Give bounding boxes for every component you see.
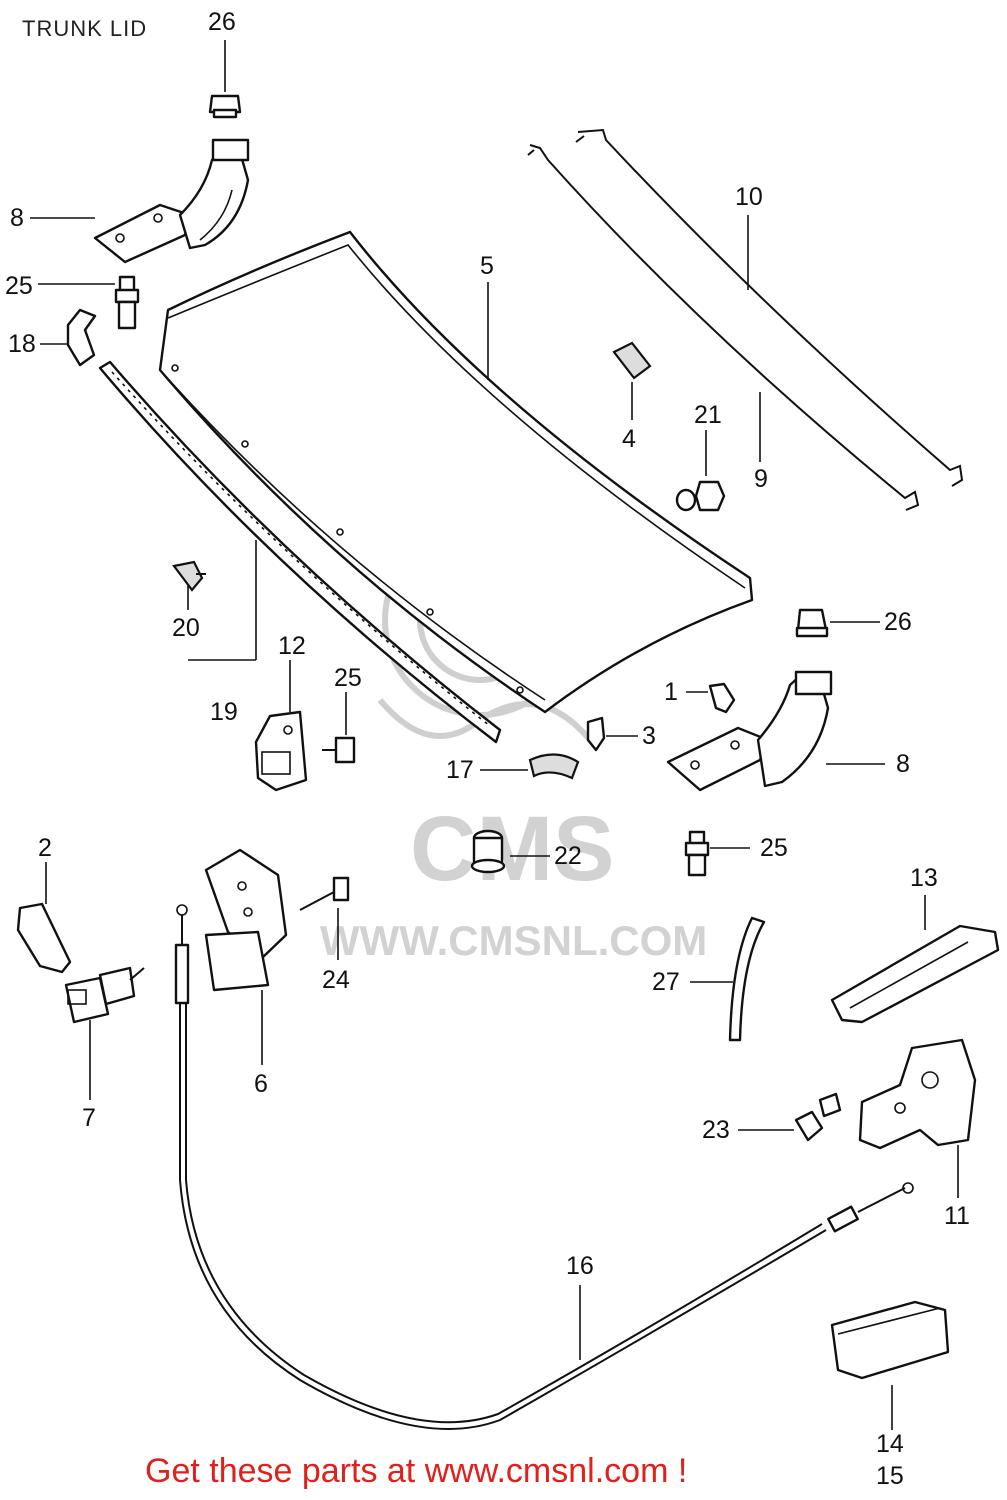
weatherstrip-19[interactable] [98, 360, 502, 744]
support-rod-10[interactable] [575, 128, 964, 487]
nut-26-top[interactable] [208, 40, 242, 119]
watermark-logo: CMS [410, 798, 614, 900]
latch-cover-2[interactable] [16, 862, 72, 974]
callout-15: 15 [876, 1462, 904, 1490]
callout-4: 4 [622, 425, 636, 453]
nut-washer-21[interactable] [675, 430, 726, 512]
bolt-23[interactable] [738, 1092, 842, 1142]
callout-23: 23 [702, 1116, 730, 1144]
handle-trim-13[interactable] [830, 895, 1000, 1024]
lock-housing-6[interactable] [204, 848, 288, 1065]
clip-20[interactable] [172, 560, 206, 592]
bolt-24[interactable] [299, 876, 350, 960]
nut-26-right[interactable] [795, 608, 880, 638]
trunk-lid-5[interactable] [158, 230, 754, 714]
callout-8-right: 8 [896, 750, 910, 778]
callouts: 26 8 25 18 5 10 4 21 9 26 12 25 20 19 1 … [5, 8, 970, 1490]
callout-7: 7 [82, 1104, 96, 1132]
support-rod-9[interactable] [527, 144, 920, 511]
cable-16[interactable] [174, 904, 914, 1430]
callout-27: 27 [652, 968, 680, 996]
callout-17: 17 [446, 756, 474, 784]
callout-12: 12 [278, 632, 306, 660]
hinge-8-right[interactable] [666, 670, 885, 792]
latch-11[interactable] [858, 1038, 977, 1198]
bumper-3[interactable] [586, 716, 638, 752]
footer-link[interactable]: Get these parts at www.cmsnl.com ! [145, 1452, 688, 1490]
callout-5: 5 [480, 252, 494, 280]
callout-13: 13 [910, 864, 938, 892]
callout-25-right: 25 [760, 834, 788, 862]
bumper-4[interactable] [612, 341, 652, 420]
callout-1: 1 [664, 678, 678, 706]
hose-27[interactable] [690, 916, 766, 1042]
bolt-25-top[interactable] [114, 275, 140, 330]
callout-3: 3 [642, 722, 656, 750]
callout-25-middle: 25 [334, 664, 362, 692]
callout-9: 9 [754, 465, 768, 493]
callout-26-top: 26 [208, 8, 236, 36]
callout-2: 2 [38, 834, 52, 862]
bumper-18[interactable] [66, 308, 97, 367]
bolt-25-right[interactable] [684, 830, 750, 877]
lock-cylinder-7[interactable] [64, 966, 145, 1100]
bracket-12[interactable] [254, 660, 308, 792]
watermark-url: WWW.CMSNL.COM [320, 917, 707, 964]
grommet-22[interactable] [470, 829, 550, 874]
callout-20: 20 [172, 614, 200, 642]
callout-24: 24 [322, 966, 350, 994]
callout-19: 19 [210, 698, 238, 726]
callout-21: 21 [694, 401, 722, 429]
callout-10: 10 [735, 183, 763, 211]
callout-26-right: 26 [884, 608, 912, 636]
diagram-title: TRUNK LID [22, 16, 148, 41]
callout-11: 11 [944, 1202, 970, 1230]
callout-16: 16 [566, 1252, 594, 1280]
callout-22: 22 [554, 842, 582, 870]
seal-17[interactable] [480, 753, 580, 780]
callout-6: 6 [254, 1070, 268, 1098]
bolt-1[interactable] [686, 682, 736, 714]
callout-8-left: 8 [10, 204, 24, 232]
callout-18: 18 [8, 330, 36, 358]
leader-19-20 [188, 540, 257, 661]
hinge-8-left[interactable] [93, 138, 250, 264]
callout-14: 14 [876, 1430, 904, 1458]
callout-25-top: 25 [5, 272, 33, 300]
opener-handle-14-15[interactable] [830, 1300, 950, 1430]
bolt-25-middle[interactable] [322, 692, 356, 764]
